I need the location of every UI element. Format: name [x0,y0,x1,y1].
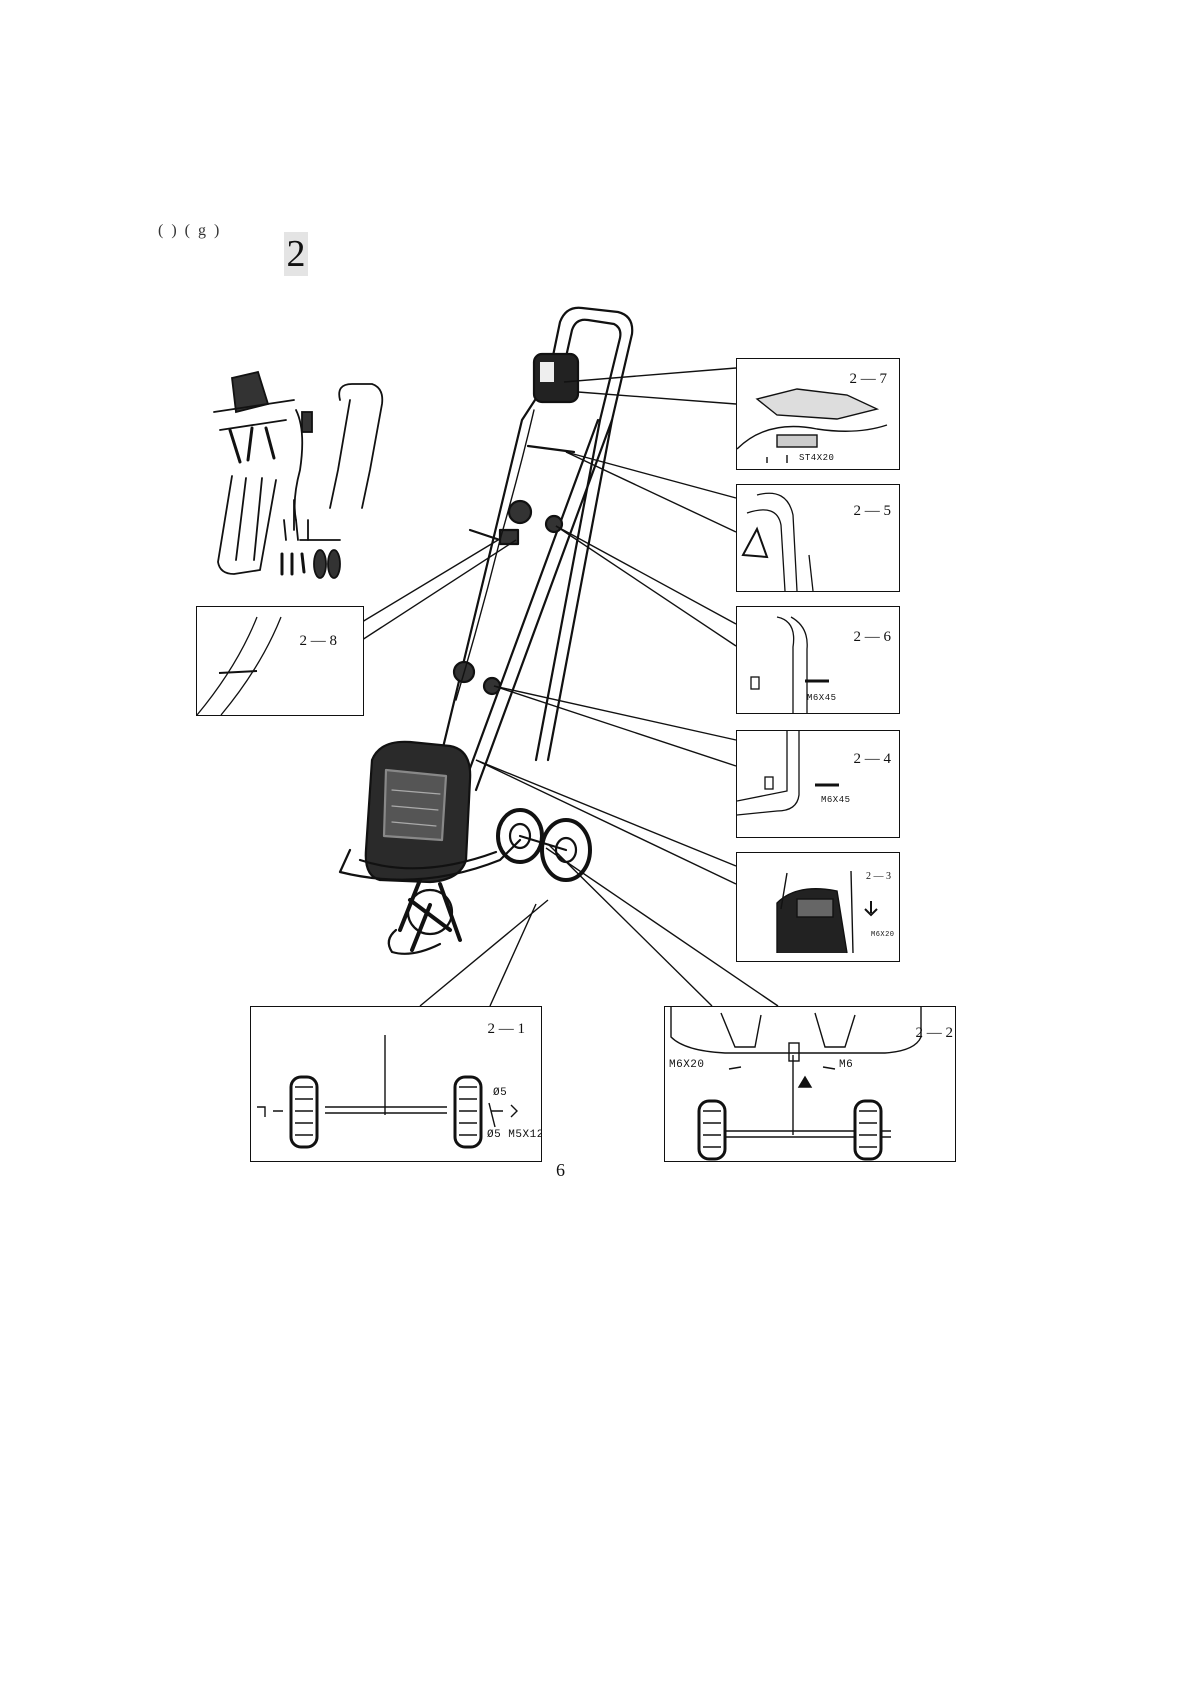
part-label: Ø5 M5X12 [487,1129,542,1141]
step-label: 2 — 6 [854,629,892,646]
part-label: M6X20 [669,1059,705,1071]
step-2-2-illustration [665,1007,955,1161]
step-label: 2 — 5 [854,503,892,520]
detail-panel-2-3: 2 — 3 M6X20 [736,852,900,962]
part-label: M6 [839,1059,853,1071]
part-label: M6X45 [821,795,851,805]
step-label: 2 — 1 [488,1021,526,1038]
step-label: 2 — 7 [850,371,888,388]
part-label: ST4X20 [799,453,834,463]
part-label: Ø5 [493,1087,507,1099]
detail-panel-2-8: 2 — 8 [196,606,364,716]
step-2-8-illustration [197,607,363,715]
detail-panel-2-5: 2 — 5 [736,484,900,592]
step-label: 2 — 3 [866,871,891,882]
page-number: 6 [556,1160,565,1181]
part-label: M6X20 [871,931,895,939]
step-2-3-illustration [737,853,899,961]
step-label: 2 — 2 [916,1025,954,1042]
detail-panel-2-2: 2 — 2 M6X20 M6 [664,1006,956,1162]
detail-panel-2-7: 2 — 7 ST4X20 [736,358,900,470]
part-label: M6X45 [807,693,837,703]
detail-panel-2-1: 2 — 1 Ø5 Ø5 M5X12 [250,1006,542,1162]
step-2-5-illustration [737,485,899,591]
step-label: 2 — 8 [300,633,338,650]
detail-panel-2-4: 2 — 4 M6X45 [736,730,900,838]
step-label: 2 — 4 [854,751,892,768]
detail-panel-2-6: 2 — 6 M6X45 [736,606,900,714]
step-2-4-illustration [737,731,899,837]
